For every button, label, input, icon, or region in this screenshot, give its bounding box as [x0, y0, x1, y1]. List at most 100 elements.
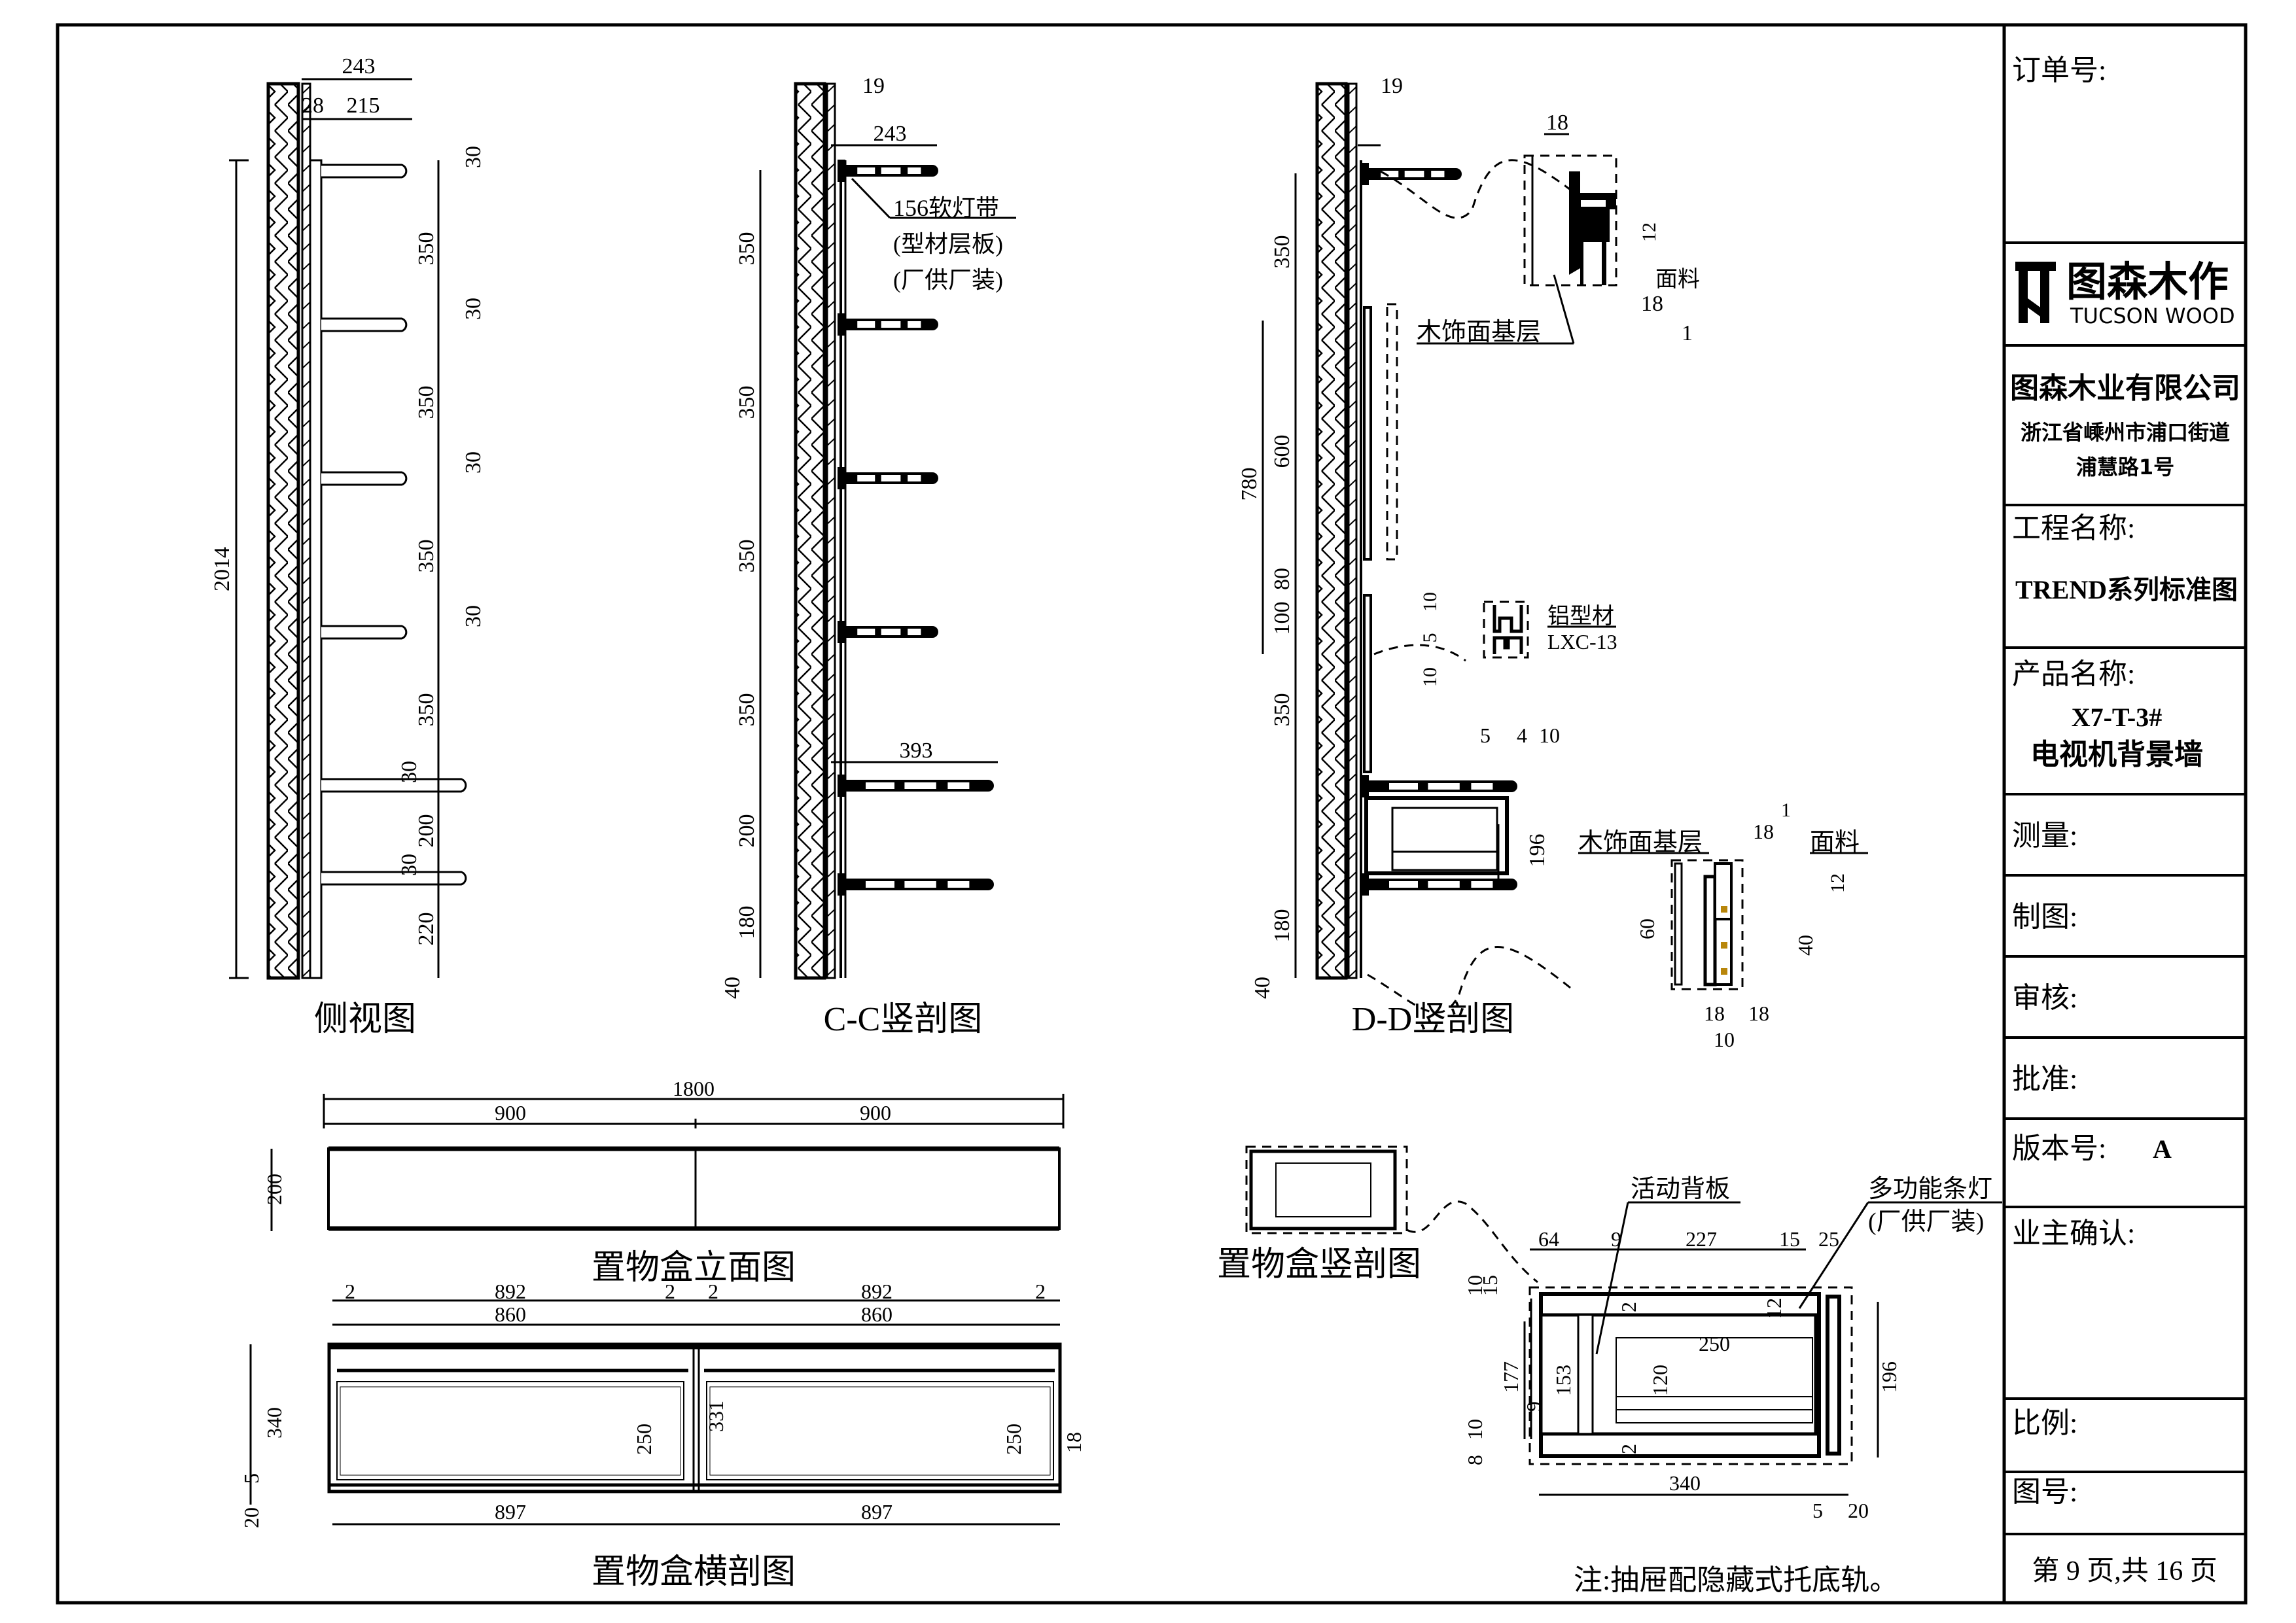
detail-bottom: 木饰面基层 面料 18 1 60 12 40 18 18 10: [1578, 799, 1868, 1051]
sheet-border: [56, 23, 2248, 1605]
dim-10: 10: [1463, 1275, 1487, 1296]
dim-196: 196: [1525, 834, 1549, 867]
dim-350: 350: [414, 540, 438, 573]
panel-ghost: [1386, 303, 1398, 561]
label-wood-base: 木饰面基层: [1578, 829, 1703, 856]
dim-340: 340: [262, 1407, 286, 1439]
callout-line1: 156软灯带: [893, 195, 999, 221]
dim-80: 80: [1270, 568, 1294, 590]
dim-120: 120: [1648, 1365, 1672, 1396]
version-label: 版本号:: [2012, 1132, 2106, 1164]
label-face-material: 面料: [1810, 829, 1860, 856]
bracket: [1361, 163, 1369, 185]
dim-5: 5: [239, 1473, 263, 1484]
dim-350: 350: [1270, 236, 1294, 269]
cc-section: 19 243 393 156软灯带 (型材层板) (厂供厂装) 350 350 …: [720, 74, 1016, 1038]
dim-2: 2: [1035, 1280, 1046, 1303]
dim-15: 15: [1779, 1227, 1800, 1251]
dim-30: 30: [397, 761, 421, 783]
dim-350: 350: [414, 386, 438, 419]
dim-892: 892: [495, 1280, 526, 1303]
dim-40: 40: [1793, 935, 1817, 956]
dim-30: 30: [397, 854, 421, 876]
bracket: [838, 775, 845, 797]
dim-30: 30: [461, 605, 486, 627]
dim-12: 12: [1827, 873, 1848, 893]
logo-mark-icon: [2015, 262, 2056, 323]
dim-243: 243: [342, 54, 376, 79]
upper-panel: [1363, 306, 1372, 561]
dim-30: 30: [461, 298, 486, 320]
dim-180: 180: [1270, 909, 1294, 943]
version-value: A: [2153, 1134, 2172, 1164]
bracket: [838, 160, 845, 182]
dim-892: 892: [861, 1280, 892, 1303]
logo-en: TUCSON WOOD: [2070, 304, 2235, 328]
dim-10: 10: [1419, 667, 1441, 687]
dim-28: 28: [302, 94, 324, 118]
dim-12: 12: [1762, 1298, 1786, 1319]
dim-350: 350: [735, 386, 759, 419]
company-name: 图森木业有限公司: [2010, 372, 2240, 405]
view-title: 侧视图: [314, 1001, 416, 1038]
product-label: 产品名称:: [2012, 658, 2135, 690]
dim-10: 10: [1714, 1028, 1735, 1051]
bracket: [838, 313, 845, 336]
dim-897: 897: [495, 1500, 526, 1524]
dim-9: 9: [1611, 1227, 1621, 1251]
drawing-no-label: 图号:: [2012, 1476, 2077, 1508]
dim-18: 18: [1546, 111, 1568, 135]
label-light: 多功能条灯: [1868, 1176, 1992, 1203]
survey-label: 测量:: [2012, 820, 2077, 852]
dim-331: 331: [704, 1401, 728, 1432]
drafter-label: 制图:: [2012, 901, 2077, 933]
dim-100: 100: [1270, 602, 1294, 635]
dim-2: 2: [665, 1280, 675, 1303]
dim-250: 250: [632, 1423, 656, 1455]
dim-2014: 2014: [210, 547, 234, 591]
profile-code: LXC-13: [1547, 630, 1617, 654]
wall: [1315, 82, 1348, 980]
dim-897: 897: [861, 1500, 892, 1524]
detail-leader: [1380, 159, 1571, 219]
dim-5: 5: [1419, 633, 1441, 643]
bracket: [1361, 873, 1369, 896]
wall: [266, 82, 300, 980]
dim-40: 40: [720, 977, 745, 999]
dim-8: 8: [1463, 1455, 1487, 1465]
dim-15: 15: [1478, 1275, 1502, 1296]
dim-5: 5: [1812, 1499, 1823, 1522]
detail-top: 18 面料 12 18 1 木饰面基层: [1417, 111, 1700, 346]
view-title: C-C竖剖图: [824, 1001, 983, 1038]
wall-finish: [1347, 82, 1358, 979]
dim-2: 2: [345, 1280, 355, 1303]
dim-10: 10: [1539, 724, 1560, 747]
view-title: 置物盒立面图: [592, 1249, 796, 1287]
dim-196: 196: [1877, 1361, 1901, 1393]
dim-4: 4: [1517, 724, 1527, 747]
dim-19: 19: [862, 74, 885, 98]
bracket: [1361, 775, 1369, 797]
box-plan-section: 2 892 860 2 2 892 860 2 340 250 331 250 …: [239, 1280, 1086, 1591]
owner-confirm-label: 业主确认:: [2012, 1217, 2135, 1249]
dim-200: 200: [735, 814, 759, 848]
bracket: [838, 873, 845, 896]
dim-153: 153: [1551, 1365, 1575, 1396]
dim-227: 227: [1686, 1227, 1717, 1251]
dim-20: 20: [239, 1507, 263, 1528]
dim-18: 18: [1753, 820, 1774, 843]
dim-900: 900: [495, 1101, 526, 1125]
dim-250: 250: [1699, 1332, 1730, 1355]
label-face-material: 面料: [1655, 267, 1700, 292]
detail-leader: [1367, 946, 1571, 1014]
label-back-panel: 活动背板: [1631, 1176, 1730, 1203]
reviewer-label: 审核:: [2012, 982, 2077, 1014]
dim-18: 18: [1704, 1002, 1725, 1025]
order-no-label: 订单号:: [2012, 54, 2106, 86]
led-shelves: [1361, 163, 1517, 896]
back-panel: [309, 159, 323, 979]
dim-780: 780: [1237, 468, 1262, 501]
dim-900: 900: [860, 1101, 891, 1125]
dim-2: 2: [1617, 1444, 1640, 1454]
dim-200: 200: [414, 814, 438, 848]
